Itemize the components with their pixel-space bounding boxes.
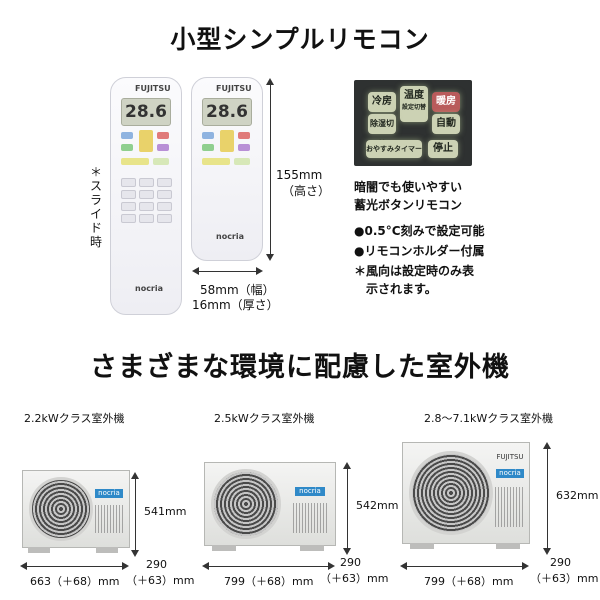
remote-brand-top: FUJITSU [135, 84, 171, 93]
arrow-left-icon [202, 562, 209, 570]
arrow-down-icon [543, 548, 551, 555]
photo-dehumid-button: 除湿切替 [368, 114, 396, 148]
photo-timer-button: おやすみタイマー [366, 140, 422, 158]
remote-closed-image: FUJITSU 28.6 nocria [191, 77, 263, 261]
unit-width: 663（＋68）mm [30, 575, 120, 588]
fan-icon [211, 469, 281, 539]
slide-label: ＊スライド時 [89, 165, 102, 249]
arrow-right-icon [522, 562, 529, 570]
remote-button [157, 144, 169, 151]
remote-height-value: 155mm [276, 168, 323, 182]
arrow-up-icon [343, 462, 351, 469]
arrow-left-icon [20, 562, 27, 570]
remote-lcd: 28.6 [202, 98, 252, 126]
caption-line2: 蓄光ボタンリモコン [354, 198, 463, 212]
photo-temp-line2: 設定切替 [401, 104, 426, 111]
unit-depth-line2: （＋63）mm [530, 572, 599, 585]
arrow-up-icon [266, 78, 274, 85]
unit-depth-line1: 290 [550, 556, 571, 569]
photo-cool-button: 冷房 [368, 92, 396, 112]
width-dimension-line [196, 271, 258, 272]
arrow-right-icon [256, 267, 263, 275]
unit-brand-top: FUJITSU [496, 453, 524, 461]
arrow-down-icon [131, 550, 139, 557]
unit-depth-line1: 290 [340, 556, 361, 569]
outdoor-unit-medium-image: nocria [204, 462, 336, 546]
outdoor-unit-large-image: FUJITSU nocria [402, 442, 530, 544]
unit-depth-line1: 290 [146, 558, 167, 571]
remote-button [121, 144, 133, 151]
unit-label: 2.2kWクラス室外機 [24, 412, 125, 425]
unit-label: 2.5kWクラス室外機 [214, 412, 315, 425]
unit-logo: nocria [496, 469, 524, 478]
unit-logo: nocria [295, 487, 325, 496]
unit-height: 632mm [556, 489, 599, 502]
photo-temp-button: 温度 設定切替 [400, 86, 428, 122]
caption-line1: 暗闇でも使いやすい [354, 180, 463, 194]
unit-label: 2.8～7.1kWクラス室外機 [424, 412, 554, 425]
unit-height: 542mm [356, 499, 399, 512]
remote-lcd: 28.6 [121, 98, 171, 126]
arrow-down-icon [343, 548, 351, 555]
unit-depth-line2: （＋63）mm [126, 574, 195, 587]
arrow-right-icon [328, 562, 335, 570]
arrow-up-icon [131, 472, 139, 479]
note-line2: 示されます。 [366, 282, 437, 296]
remote-brand-top: FUJITSU [216, 84, 252, 93]
photo-auto-button: 自動 [432, 114, 460, 134]
remote-button [121, 158, 149, 165]
remote-section-title: 小型シンプルリモコン [170, 25, 430, 54]
remote-height-label: （高さ） [282, 184, 331, 198]
remote-button [153, 158, 169, 165]
unit-width: 799（＋68）mm [224, 575, 314, 588]
photo-heat-button: 暖房 [432, 92, 460, 112]
arrow-right-icon [122, 562, 129, 570]
feature-item: ●リモコンホルダー付属 [354, 244, 485, 258]
feature-item: ●0.5°C刻みで設定可能 [354, 224, 485, 238]
remote-depth-label: 16mm（厚さ） [192, 298, 279, 312]
outdoor-section-title: さまざまな環境に配慮した室外機 [90, 352, 510, 383]
arrow-down-icon [266, 254, 274, 261]
arrow-left-icon [400, 562, 407, 570]
remote-button [121, 132, 133, 139]
outdoor-unit-small-image: nocria [22, 470, 130, 548]
arrow-up-icon [543, 442, 551, 449]
fan-icon [29, 477, 93, 541]
remote-brand-bottom: nocria [135, 284, 164, 293]
unit-logo: nocria [95, 489, 123, 498]
note-line1: ＊風向は設定時のみ表 [354, 264, 475, 278]
unit-depth-line2: （＋63）mm [320, 572, 389, 585]
fan-icon [409, 451, 493, 535]
unit-width: 799（＋68）mm [424, 575, 514, 588]
remote-brand-bottom: nocria [216, 232, 245, 241]
remote-button [157, 132, 169, 139]
photo-temp-line1: 温度 [404, 90, 424, 101]
photo-stop-button: 停止 [428, 140, 458, 158]
glow-buttons-photo: 冷房 温度 設定切替 暖房 除湿切替 自動 おやすみタイマー 停止 [354, 80, 472, 166]
remote-open-image: FUJITSU 28.6 nocria [110, 77, 182, 315]
remote-button [139, 130, 153, 152]
arrow-left-icon [192, 267, 199, 275]
remote-width-label: 58mm（幅） [200, 283, 275, 297]
unit-height: 541mm [144, 505, 187, 518]
height-dimension-line [270, 82, 271, 258]
